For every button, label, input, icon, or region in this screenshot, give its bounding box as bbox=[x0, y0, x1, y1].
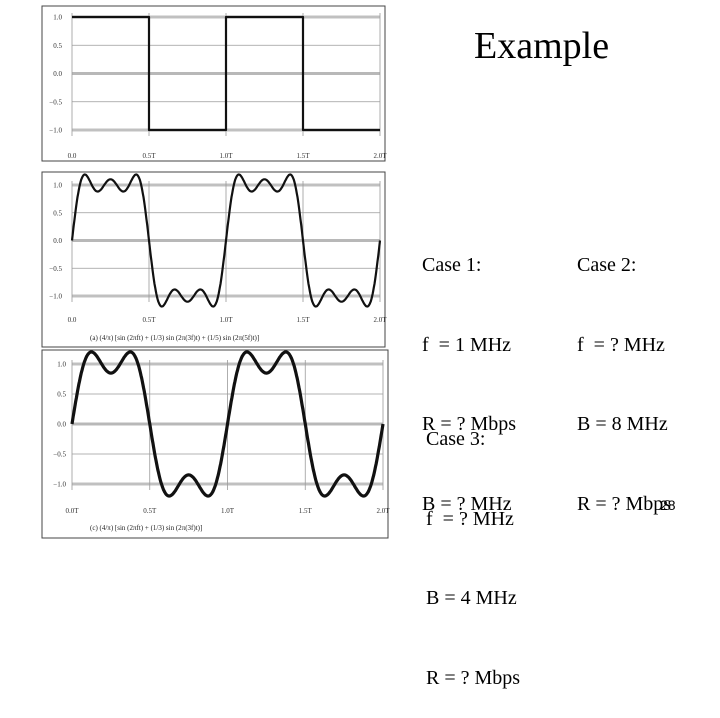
panel-1-y-tick-5: −1.0 bbox=[49, 127, 62, 135]
panel-3-y-tick-4: −0.5 bbox=[53, 451, 66, 459]
panel-2-x-tick-5: 2.0T bbox=[373, 316, 387, 324]
panel-3-y-tick-1: 1.0 bbox=[57, 361, 66, 369]
case-3-bandwidth: B = 4 MHz bbox=[426, 587, 517, 609]
panel-1-x-tick-4: 1.5T bbox=[296, 152, 310, 160]
case-3-data-rate: R = ? Mbps bbox=[426, 666, 521, 689]
panel-2-frame bbox=[41, 171, 386, 348]
panel-3-caption: (c) (4/π) [sin (2πft) + (1/3) sin (2π(3f… bbox=[90, 524, 202, 532]
case-2-block: Case 2: f = ? MHz B = 8 MHz R = ? Mbps bbox=[577, 199, 671, 544]
case-2-bandwidth: B = 8 MHz bbox=[577, 413, 668, 435]
panel-3-x-tick-4: 1.5T bbox=[299, 507, 313, 515]
panel-3-x-tick-2: 0.5T bbox=[143, 507, 157, 515]
case-1-frequency: f = 1 MHz bbox=[422, 333, 512, 356]
panel-3-y-tick-5: −1.0 bbox=[53, 481, 66, 489]
panel-2-caption: (a) (4/π) [sin (2πft) + (1/3) sin (2π(3f… bbox=[90, 334, 259, 342]
panel-3-x-tick-3: 1.0T bbox=[221, 507, 235, 515]
panel-2-y-tick-5: −1.0 bbox=[49, 293, 62, 301]
case-2-frequency: f = ? MHz bbox=[577, 333, 665, 356]
panel-2-y-tick-2: 0.5 bbox=[53, 209, 62, 217]
panel-1-x-tick-3: 1.0T bbox=[219, 152, 233, 160]
panel-3-x-tick-5: 2.0T bbox=[376, 507, 390, 515]
panel-3-y-tick-2: 0.5 bbox=[57, 391, 66, 399]
panel-2-x-tick-1: 0.0 bbox=[68, 316, 77, 324]
case-1-bandwidth: B = ? MHz bbox=[422, 492, 512, 515]
panel-1-x-tick-2: 0.5T bbox=[142, 152, 156, 160]
panel-3-frame bbox=[41, 349, 389, 539]
panel-1-x-tick-1: 0.0 bbox=[68, 152, 77, 160]
panel-1-frame bbox=[41, 5, 386, 162]
case-3-heading: Case 3: bbox=[426, 428, 486, 450]
panel-2-x-tick-4: 1.5T bbox=[296, 316, 310, 324]
page-number: 28 bbox=[660, 497, 676, 513]
panel-3-y-tick-3: 0.0 bbox=[57, 421, 66, 429]
panel-1-y-tick-3: 0.0 bbox=[53, 70, 62, 78]
case-2-heading: Case 2: bbox=[577, 254, 637, 276]
panel-2-y-tick-4: −0.5 bbox=[49, 265, 62, 273]
panel-3-waveform bbox=[70, 350, 385, 498]
case-3-frequency: f = ? MHz bbox=[426, 507, 514, 530]
slide-title: Example bbox=[474, 25, 610, 67]
panel-2-waveform bbox=[70, 173, 382, 308]
panel-1-waveform bbox=[72, 15, 380, 132]
case-1-heading: Case 1: bbox=[422, 254, 482, 276]
panel-1-y-tick-1: 1.0 bbox=[53, 14, 62, 22]
case-1-data-rate: R = ? Mbps bbox=[422, 413, 517, 435]
panel-2-x-tick-2: 0.5T bbox=[142, 316, 156, 324]
panel-1-x-tick-5: 2.0T bbox=[373, 152, 387, 160]
case-1-block: Case 1: f = 1 MHz R = ? Mbps B = ? MHz bbox=[422, 199, 516, 544]
panel-2-y-tick-1: 1.0 bbox=[53, 182, 62, 190]
case-2-data-rate: R = ? Mbps bbox=[577, 492, 672, 515]
panel-2-x-tick-3: 1.0T bbox=[219, 316, 233, 324]
case-3-block: Case 3: f = ? MHz B = 4 MHz R = ? Mbps bbox=[426, 373, 520, 718]
panel-1-y-tick-4: −0.5 bbox=[49, 98, 62, 106]
panel-2-y-tick-3: 0.0 bbox=[53, 237, 62, 245]
panel-1-y-tick-2: 0.5 bbox=[53, 42, 62, 50]
panel-3-x-tick-1: 0.0T bbox=[65, 507, 79, 515]
waveform-figure: 1.0 0.5 0.0 −0.5 −1.0 0.0 0.5T 1.0T 1.5T 2.0T 1.0 0… bbox=[41, 5, 390, 539]
